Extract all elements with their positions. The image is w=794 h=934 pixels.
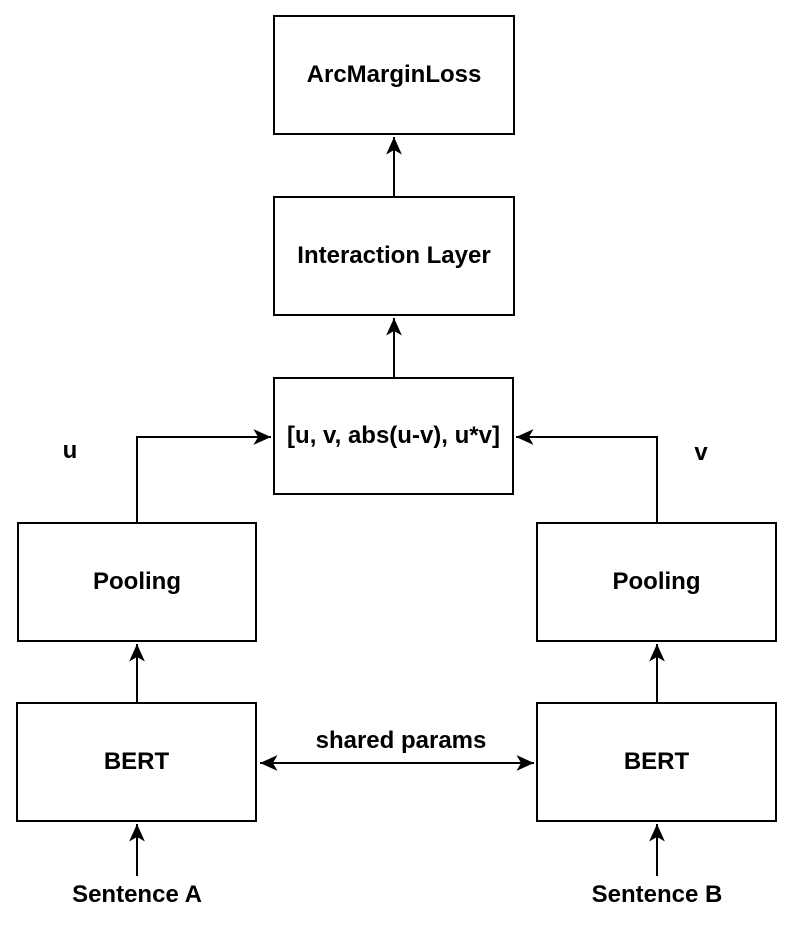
node-arcmarginloss: ArcMarginLoss [273, 15, 515, 135]
node-bert-right-label: BERT [623, 748, 690, 775]
node-pooling-right-label: Pooling [612, 568, 701, 595]
node-interaction-layer-label: Interaction Layer [297, 242, 491, 269]
node-pooling-left: Pooling [17, 522, 257, 642]
label-sentence-a: Sentence A [72, 881, 202, 908]
node-bert-left-label: BERT [103, 748, 170, 775]
edge-pooling-right-to-concat [516, 429, 658, 522]
node-pooling-left-label: Pooling [93, 568, 181, 595]
node-concat: [u, v, abs(u-v), u*v] [273, 377, 514, 495]
label-u: u [62, 437, 78, 464]
node-bert-right: BERT [536, 702, 777, 822]
node-interaction-layer: Interaction Layer [273, 196, 515, 316]
node-bert-left: BERT [16, 702, 257, 822]
node-arcmarginloss-label: ArcMarginLoss [306, 61, 482, 88]
label-v: v [694, 439, 708, 466]
node-pooling-right: Pooling [536, 522, 777, 642]
label-shared-params: shared params [315, 727, 487, 754]
edge-pooling-left-to-concat [136, 429, 271, 522]
label-sentence-b: Sentence B [591, 881, 723, 908]
node-concat-label: [u, v, abs(u-v), u*v] [287, 422, 500, 449]
